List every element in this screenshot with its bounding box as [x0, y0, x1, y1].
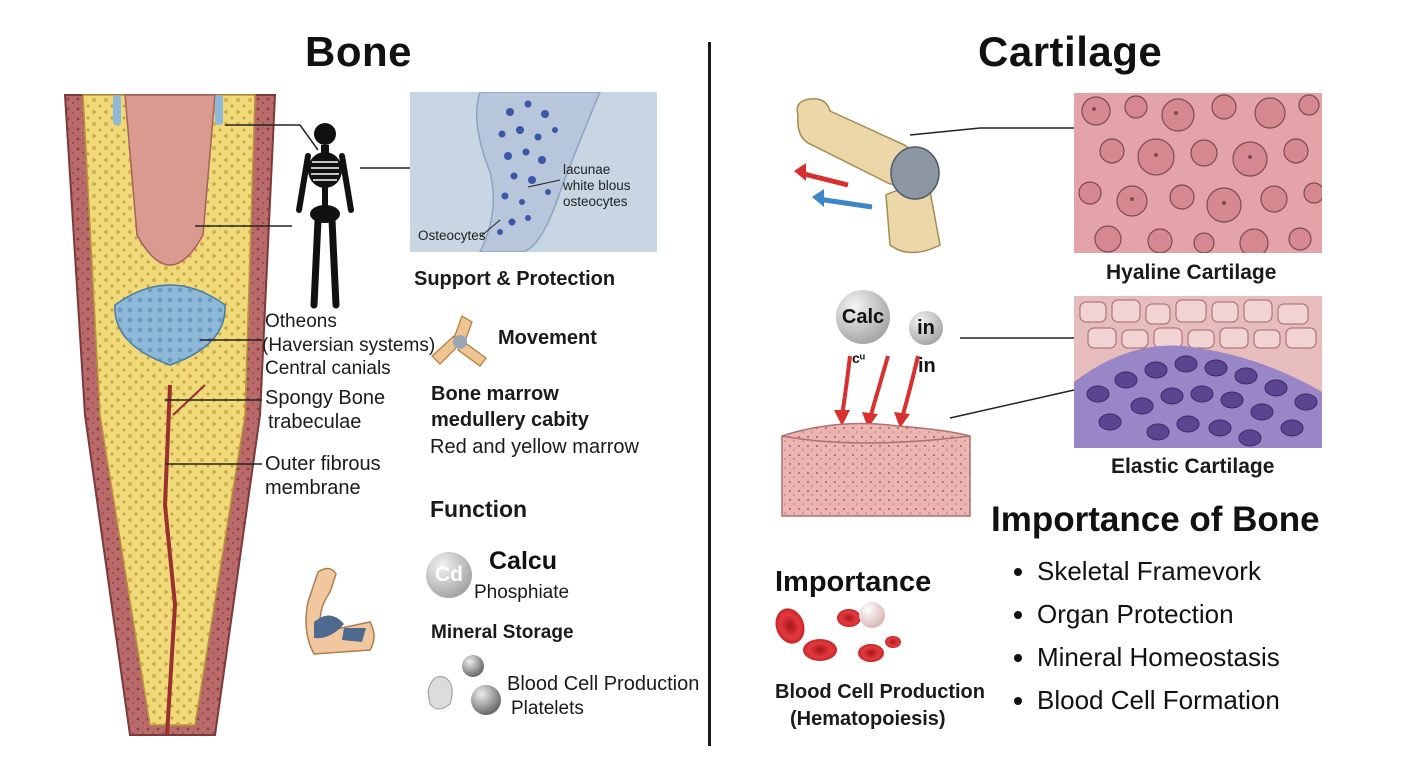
- label-haversian: (Haversian systems): [262, 335, 436, 356]
- elastic-cartilage-micrograph: [1074, 296, 1322, 448]
- label-central-canals: Central canials: [265, 358, 391, 379]
- hematopoiesis-label: (Hematopoiesis): [790, 708, 946, 730]
- in-label-1: in: [917, 316, 935, 339]
- label-osteocytes-left: Osteocytes: [418, 228, 486, 243]
- mineral-storage-label: Mineral Storage: [431, 622, 574, 643]
- long-bone-illustration: [63, 94, 277, 736]
- importance-of-bone-title: Importance of Bone: [991, 500, 1320, 539]
- label-membrane: membrane: [265, 477, 361, 499]
- calcu-label: Calcu: [489, 547, 558, 575]
- bone-marrow-label: Bone marrow: [431, 383, 559, 405]
- hyaline-micrograph-art: [1078, 94, 1322, 253]
- calcium-sphere-icon: Cd: [426, 552, 472, 598]
- list-item: Blood Cell Formation: [1037, 679, 1280, 722]
- elastic-micrograph-art: [1074, 299, 1322, 448]
- flexed-arm-icon: [305, 567, 375, 655]
- knee-joint-illustration: [794, 98, 941, 254]
- hyaline-cartilage-micrograph: [1074, 93, 1322, 253]
- skeleton-icon: [296, 123, 354, 309]
- red-arrows-icon: [834, 355, 920, 428]
- cartilage-blood-cell-label: Blood Cell Production: [775, 681, 985, 703]
- function-heading: Function: [430, 496, 528, 522]
- list-item: Mineral Homeostasis: [1037, 636, 1280, 679]
- label-lacunae: lacunae: [563, 162, 611, 177]
- red-yellow-marrow-label: Red and yellow marrow: [430, 436, 639, 458]
- label-trabeculae: trabeculae: [268, 411, 362, 433]
- medullary-cavity-label: medullery cabity: [431, 409, 589, 431]
- blood-cell-production-label: Blood Cell Production: [507, 673, 700, 695]
- calc-label: Calc: [841, 305, 885, 328]
- phosphate-label: Phosphiate: [474, 582, 570, 603]
- list-item: Organ Protection: [1037, 593, 1280, 636]
- joint-icon: [431, 315, 487, 367]
- importance-heading: Importance: [775, 566, 932, 598]
- movement-label: Movement: [498, 327, 597, 349]
- label-outer-fibrous: Outer fibrous: [265, 453, 381, 475]
- platelets-label: Platelets: [511, 698, 584, 719]
- elastic-cartilage-label: Elastic Cartilage: [1111, 455, 1275, 478]
- center-divider: [708, 42, 711, 746]
- hyaline-cartilage-label: Hyaline Cartilage: [1106, 261, 1277, 284]
- list-item: Skeletal Framevork: [1037, 550, 1280, 593]
- label-osteocytes-right: osteocytes: [563, 194, 628, 209]
- support-protection-label: Support & Protection: [414, 268, 616, 290]
- osteocyte-micrograph-art: [475, 92, 601, 252]
- c-sup-label: cᵘ: [852, 350, 865, 366]
- importance-list: Skeletal Framevork Organ Protection Mine…: [1015, 550, 1280, 722]
- blood-cells-icon: [775, 602, 901, 662]
- calc-sphere-icon: Calc: [836, 290, 890, 344]
- in-label-2: in: [918, 355, 936, 377]
- bone-title: Bone: [305, 28, 412, 75]
- in-sphere-icon: in: [909, 311, 943, 345]
- label-white-blous: white blous: [563, 178, 631, 193]
- osteocyte-micrograph: lacunae white blous osteocytes Osteocyte…: [410, 92, 657, 252]
- label-osteons: Otheons: [265, 311, 337, 332]
- platelets-icon: [427, 655, 501, 715]
- label-spongy-bone: Spongy Bone: [265, 387, 386, 409]
- calcium-symbol: Cd: [435, 563, 463, 586]
- cartilage-block-illustration: [781, 422, 971, 517]
- cartilage-title: Cartilage: [978, 28, 1163, 75]
